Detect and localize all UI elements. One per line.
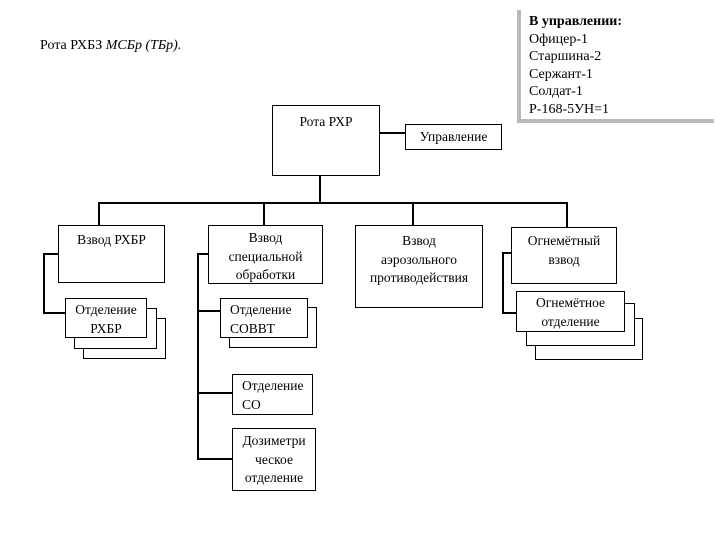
bracket-ognemet-tick [502, 312, 516, 314]
bracket-ognemet-vertical [502, 252, 504, 314]
bracket-spec-tick-dozimetr [197, 458, 232, 460]
info-panel-bottom-shadow [517, 119, 714, 123]
bracket-spec-top [197, 253, 208, 255]
node-rota-rhr: Рота РХР [272, 105, 380, 176]
bracket-rhbr-top [43, 253, 58, 255]
page-title-prefix: Рота РХБЗ [40, 38, 106, 53]
node-upravlenie: Управление [405, 124, 502, 150]
bracket-spec-tick-sovvt [197, 310, 220, 312]
page-title-italic: МСБр (ТБр). [105, 38, 182, 53]
management-summary-item: Р-168-5УН=1 [529, 101, 610, 117]
connector-drop-vzvod-spec [263, 202, 265, 225]
management-summary-item: Старшина-2 [529, 49, 602, 64]
connector-drop-ognemetny [566, 202, 568, 227]
management-summary-item: Сержант-1 [529, 66, 593, 82]
bracket-spec-tick-so [197, 392, 232, 394]
bracket-spec-vertical [197, 253, 199, 460]
connector-rota-upravlenie [380, 132, 405, 134]
connector-rota-drop [319, 176, 321, 204]
connector-drop-vzvod-aeroz [412, 202, 414, 225]
management-summary: В управлении: Офицер-1 Старшина-2 Сержан… [529, 13, 622, 118]
info-panel-left-shadow [517, 10, 521, 123]
connector-drop-vzvod-rhbr [98, 202, 100, 225]
node-vzvod-rhbr: Взвод РХБР [58, 225, 165, 283]
bracket-ognemet-top [502, 252, 511, 254]
management-summary-item: Офицер-1 [529, 31, 589, 47]
bracket-rhbr-vertical [43, 253, 45, 314]
connector-trunk [98, 202, 568, 204]
management-summary-heading: В управлении: [529, 14, 622, 29]
bracket-rhbr-tick [43, 312, 65, 314]
page-title: Рота РХБЗ МСБр (ТБр). [40, 38, 181, 54]
management-summary-item: Солдат-1 [529, 84, 583, 99]
